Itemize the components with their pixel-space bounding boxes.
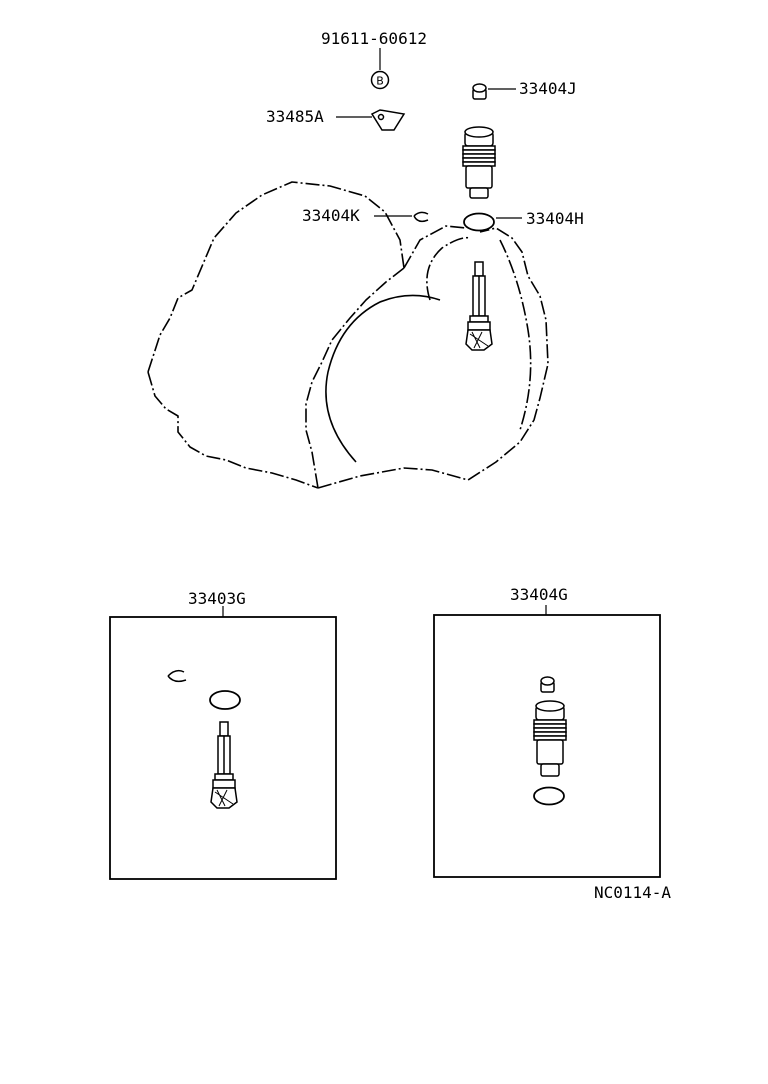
- cap-part: [472, 83, 487, 100]
- clip-part: [413, 211, 429, 223]
- housing-bell-opening: [325, 294, 441, 463]
- drawing-code: NC0114-A: [594, 883, 672, 902]
- driven-gear-sleeve: [462, 126, 496, 199]
- lock-plate-part: [370, 109, 406, 131]
- label-cap: 33404J: [519, 79, 577, 98]
- label-bolt: 91611-60612: [321, 29, 427, 48]
- kit-o-ring-part: [209, 690, 241, 710]
- kit-sleeve-o-ring: [533, 786, 565, 806]
- kit-sleeve-box: [433, 614, 661, 878]
- label-kit-gear: 33403G: [188, 589, 246, 608]
- label-plate: 33485A: [266, 107, 324, 126]
- label-clip: 33404K: [302, 206, 360, 225]
- transmission-housing: [147, 181, 549, 489]
- label-o-ring: 33404H: [526, 209, 584, 228]
- kit-cap-part: [540, 676, 555, 693]
- kit-sleeve-part: [533, 700, 567, 777]
- label-kit-sleeve: 33404G: [510, 585, 568, 604]
- bolt-marker-letter: B: [376, 75, 384, 88]
- bolt-symbol: B: [370, 70, 390, 90]
- kit-gear-box: [109, 616, 337, 880]
- kit-clip-part: [167, 669, 187, 683]
- speedometer-driven-gear: [465, 261, 493, 351]
- o-ring-part: [463, 212, 495, 232]
- kit-driven-gear: [210, 721, 238, 809]
